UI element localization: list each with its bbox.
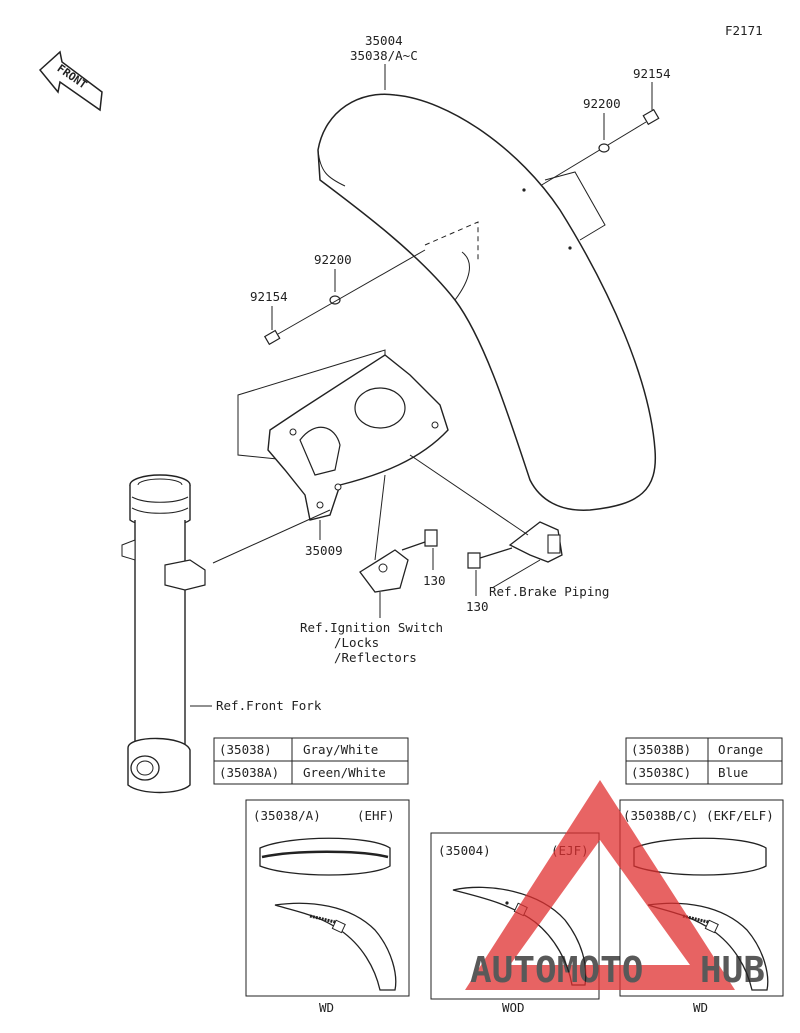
front-fork (121, 474, 206, 794)
part-130-a-label: 130 (423, 573, 446, 588)
watermark-text-part1: AUTOMOTO (470, 950, 643, 991)
ref-ignition-switch-line1: Ref.Ignition Switch (300, 620, 443, 635)
color-name-cell: Blue (718, 765, 748, 780)
ref-front-fork: Ref.Front Fork (216, 698, 322, 713)
leader-line (491, 559, 541, 589)
color-name-cell: Orange (718, 742, 763, 757)
part-92200-top-label: 92200 (583, 96, 621, 111)
color-name-cell: Gray/White (303, 742, 378, 757)
ref-ignition-switch-line3: /Reflectors (334, 650, 417, 665)
ref-ignition-switch-line2: /Locks (334, 635, 379, 650)
leader-line (374, 474, 386, 561)
inset-variant: (EHF) (357, 808, 395, 823)
brake-piping-clamp (508, 521, 563, 563)
part-92154-left-label: 92154 (250, 289, 288, 304)
color-code-cell: (35038C) (631, 765, 691, 780)
front-arrow-icon (38, 50, 103, 112)
inset-code: (35038/A) (253, 808, 321, 823)
watermark-logo-icon (465, 780, 735, 990)
watermark: AUTOMOTO HUB (465, 780, 765, 991)
figure-id: F2171 (725, 23, 763, 38)
bolt-92154-left (263, 249, 426, 346)
color-code-cell: (35038) (219, 742, 272, 757)
color-table-left: (35038) Gray/White (35038A) Green/White (213, 737, 409, 785)
inset-caption: WD (693, 1000, 708, 1015)
part-35004-label: 35004 (365, 33, 403, 48)
inset-code: (35038B/C) (623, 808, 698, 823)
color-code-cell: (35038A) (219, 765, 279, 780)
part-92200-left-label: 92200 (314, 252, 352, 267)
part-35009-label: 35009 (305, 543, 343, 558)
inset-caption: WD (319, 1000, 334, 1015)
washer-92200-left (329, 295, 341, 305)
inset-code: (35004) (438, 843, 491, 858)
color-table-right: (35038B) Orange (35038C) Blue (625, 737, 783, 785)
front-fender (317, 93, 657, 511)
leader-line (409, 454, 529, 536)
ref-brake-piping: Ref.Brake Piping (489, 584, 609, 599)
inset-caption: WOD (502, 1000, 525, 1015)
ignition-bracket (359, 549, 409, 593)
part-35038-label: 35038/A~C (350, 48, 418, 63)
color-code-cell: (35038B) (631, 742, 691, 757)
part-130-b-label: 130 (466, 599, 489, 614)
bolt-92154-top (539, 108, 660, 187)
washer-92200-top (598, 143, 610, 153)
leader-line (212, 509, 331, 564)
bracket-35009 (237, 349, 449, 521)
front-arrow-badge: FRONT (38, 50, 103, 112)
inset-ehf: (35038/A) (EHF) WD (245, 799, 410, 1015)
color-name-cell: Green/White (303, 765, 386, 780)
watermark-text-part2: HUB (700, 950, 765, 991)
inset-variant: (EKF/ELF) (706, 808, 774, 823)
bolt-130-b (467, 547, 513, 569)
part-92154-top-label: 92154 (633, 66, 671, 81)
bolt-130-a (401, 529, 438, 551)
